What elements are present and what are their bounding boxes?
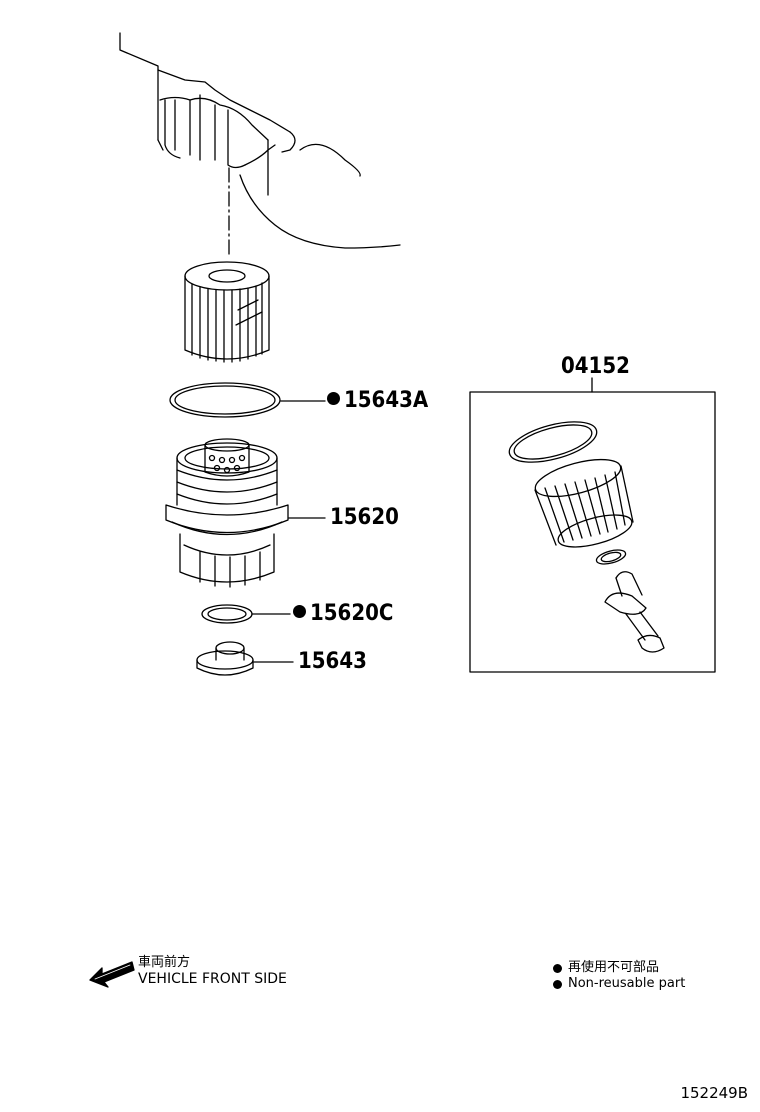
vehicle-front-arrow-icon bbox=[89, 961, 135, 988]
legend-row-en: Non-reusable part bbox=[553, 976, 685, 992]
legend-jp: 再使用不可部品 bbox=[568, 960, 660, 975]
part-label-kit: 04152 bbox=[561, 354, 630, 379]
legend-dot-icon bbox=[553, 963, 562, 973]
kit-filter-drawing bbox=[534, 458, 634, 548]
legend-en: Non-reusable part bbox=[568, 976, 686, 991]
filter-cap-drawing bbox=[165, 438, 289, 588]
gasket-a-drawing bbox=[169, 382, 281, 418]
direction-en: VEHICLE FRONT SIDE bbox=[138, 971, 287, 987]
legend: 再使用不可部品 Non-reusable part bbox=[553, 960, 685, 992]
part-label-gasket-a: 15643A bbox=[327, 390, 428, 412]
part-label-plug: 15643 bbox=[298, 649, 367, 674]
legend-row-jp: 再使用不可部品 bbox=[553, 960, 685, 976]
direction-note: 車両前方 VEHICLE FRONT SIDE bbox=[138, 955, 287, 987]
engine-block-outline bbox=[119, 32, 401, 249]
part-label-ring-c: 15620C bbox=[293, 603, 393, 625]
part-number-ring-c: 15620C bbox=[310, 601, 394, 626]
part-number-gasket-a: 15643A bbox=[344, 388, 429, 413]
non-reusable-dot-icon bbox=[293, 605, 306, 618]
kit-gasket-drawing bbox=[508, 421, 598, 463]
kit-ring-drawing bbox=[595, 549, 627, 565]
legend-dot-icon bbox=[553, 979, 562, 989]
non-reusable-dot-icon bbox=[327, 392, 340, 405]
part-label-cap: 15620 bbox=[330, 505, 399, 530]
drain-plug-drawing bbox=[196, 641, 254, 676]
kit-box bbox=[469, 391, 716, 673]
filter-element-drawing bbox=[184, 261, 270, 363]
diagram-id: 152249B bbox=[680, 1084, 748, 1102]
kit-pipe-drawing bbox=[604, 571, 665, 653]
direction-jp: 車両前方 bbox=[138, 955, 191, 970]
